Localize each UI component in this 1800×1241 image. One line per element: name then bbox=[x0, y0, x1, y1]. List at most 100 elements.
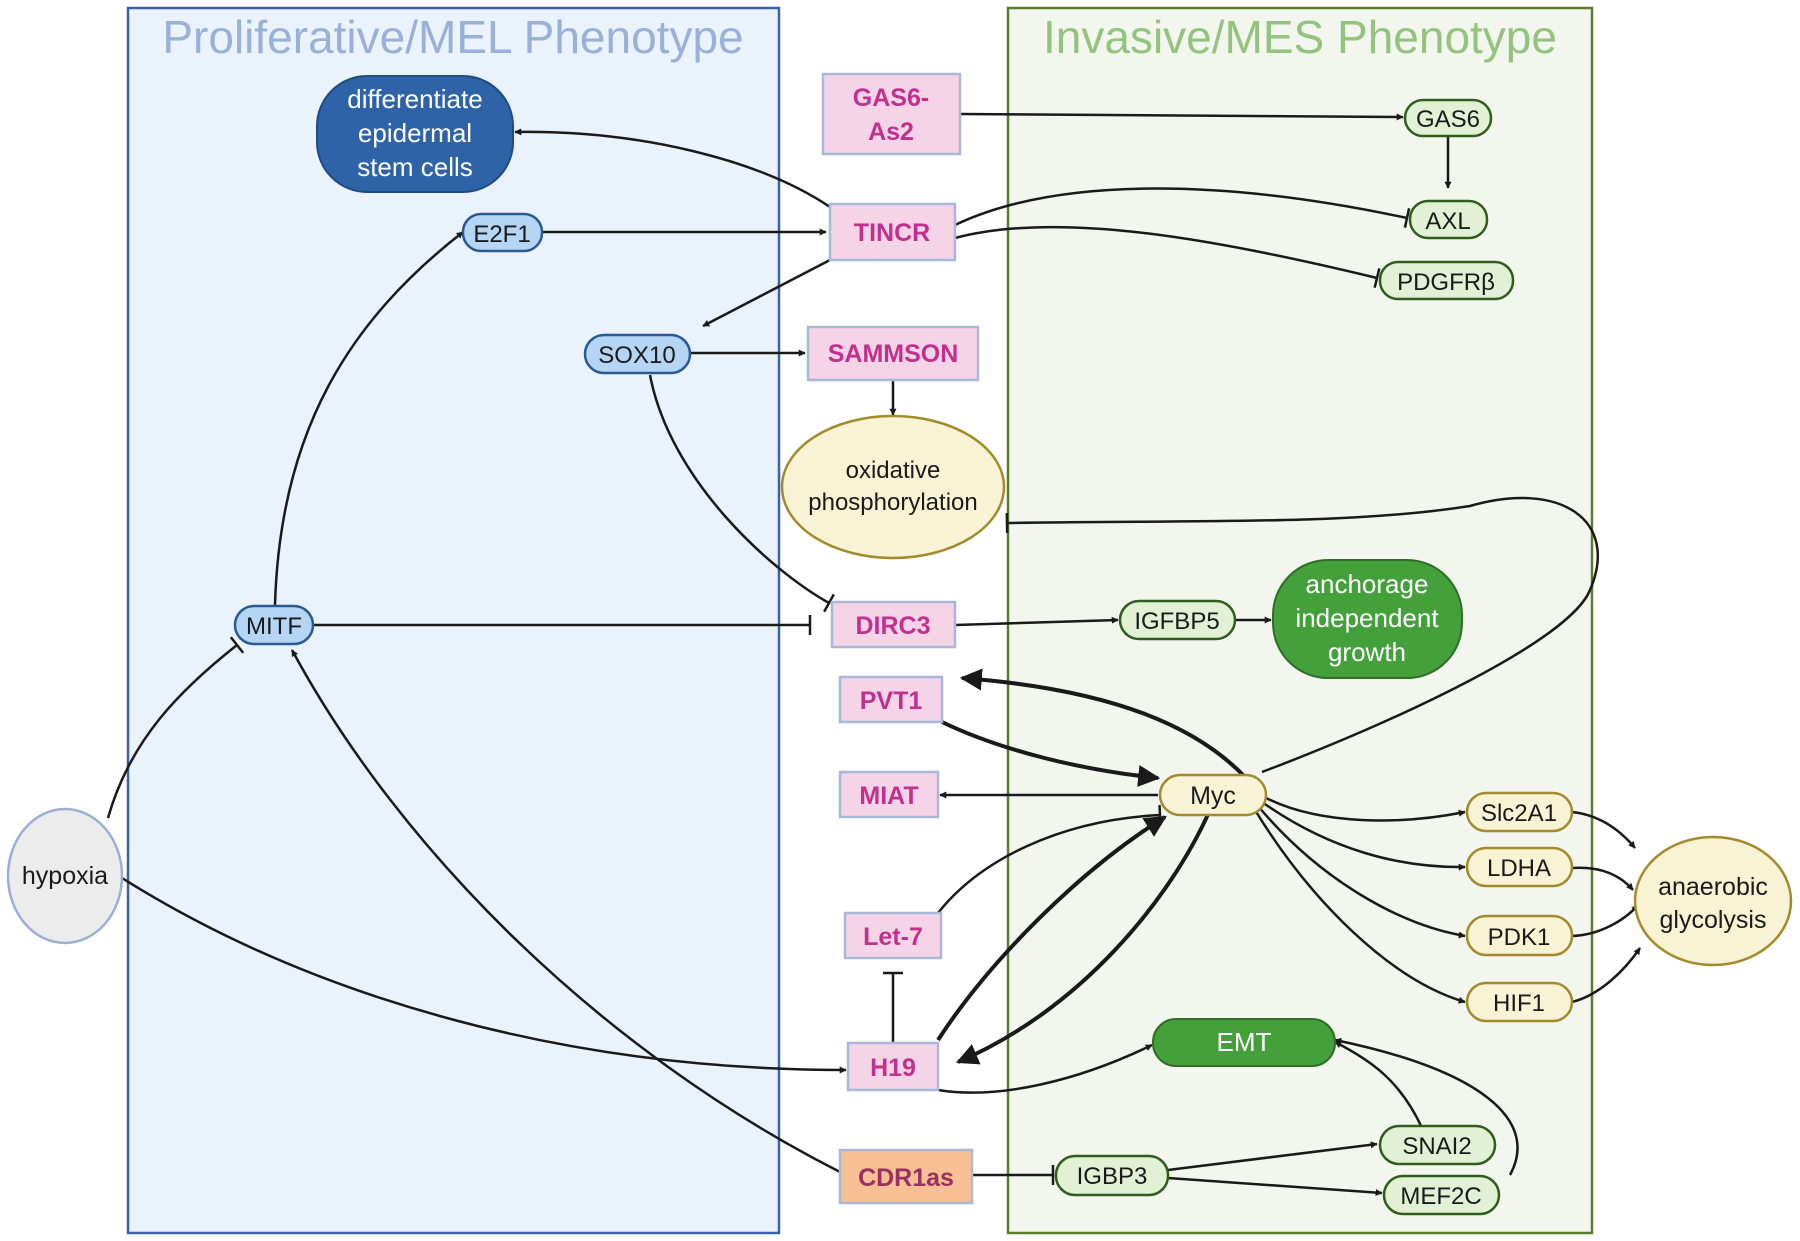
node-gas6as2: GAS6- As2 bbox=[821, 72, 962, 156]
node-hif1: HIF1 bbox=[1465, 981, 1574, 1023]
node-dirc3: DIRC3 bbox=[830, 600, 957, 649]
hypoxia-label: hypoxia bbox=[22, 862, 108, 890]
edge-h19-myc bbox=[936, 815, 1167, 1042]
node-e2f1: E2F1 bbox=[461, 212, 544, 253]
sox10-label: SOX10 bbox=[598, 342, 675, 369]
edge-slc2a1-anaerobic bbox=[1571, 810, 1636, 849]
snai2-label: SNAI2 bbox=[1402, 1133, 1471, 1160]
node-miat: MIAT bbox=[838, 770, 940, 819]
anaerobic-line-2: glycolysis bbox=[1660, 906, 1767, 934]
edges bbox=[106, 112, 1642, 1197]
differentiate-line-2: epidermal bbox=[358, 118, 472, 148]
node-ldha: LDHA bbox=[1465, 846, 1574, 888]
node-anchorage: anchorage independent growth bbox=[1272, 559, 1463, 679]
node-mitf: MITF bbox=[233, 604, 315, 646]
anaerobic-line-1: anaerobic bbox=[1658, 873, 1768, 901]
node-h19: H19 bbox=[846, 1041, 940, 1092]
gas6as2-line-1: GAS6- bbox=[853, 84, 929, 112]
pdk1-label: PDK1 bbox=[1488, 924, 1551, 951]
node-myc: Myc bbox=[1158, 773, 1268, 817]
differentiate-line-3: stem cells bbox=[357, 152, 473, 182]
node-hypoxia: hypoxia bbox=[6, 807, 124, 945]
edge-tincr-pdgfrb bbox=[954, 225, 1381, 289]
hif1-label: HIF1 bbox=[1493, 990, 1545, 1017]
edge-myc-ldha bbox=[1261, 800, 1466, 871]
edge-ldha-anaerobic bbox=[1571, 866, 1634, 891]
tincr-label: TINCR bbox=[854, 219, 930, 247]
edge-tincr-differentiate bbox=[514, 128, 831, 209]
node-axl: AXL bbox=[1408, 199, 1489, 240]
edge-myc-h19 bbox=[955, 809, 1212, 1065]
node-anaerobic: anaerobic glycolysis bbox=[1633, 835, 1793, 967]
mitf-label: MITF bbox=[246, 613, 302, 640]
edge-hypoxia-mitf bbox=[106, 636, 245, 819]
edge-tincr-sox10 bbox=[702, 258, 831, 328]
node-pvt1: PVT1 bbox=[838, 675, 944, 724]
ldha-label: LDHA bbox=[1487, 855, 1551, 882]
igbp3-label: IGBP3 bbox=[1077, 1163, 1148, 1190]
pvt1-label: PVT1 bbox=[860, 687, 923, 715]
edge-mitf-e2f1 bbox=[273, 231, 464, 606]
edge-igbp3-snai2 bbox=[1167, 1141, 1378, 1172]
node-pdk1: PDK1 bbox=[1465, 914, 1574, 957]
edge-snai2-emt bbox=[1334, 1040, 1424, 1129]
let7-label: Let-7 bbox=[863, 923, 923, 951]
node-let7: Let-7 bbox=[843, 911, 943, 960]
node-oxphos: oxidative phosphorylation bbox=[780, 414, 1006, 560]
mef2c-label: MEF2C bbox=[1400, 1183, 1481, 1210]
edge-gas6as2-gas6 bbox=[959, 112, 1404, 121]
edge-myc-oxphos bbox=[1005, 496, 1600, 774]
edge-pdk1-anaerobic bbox=[1571, 904, 1639, 938]
node-slc2a1: Slc2A1 bbox=[1465, 791, 1574, 833]
node-cdr1as: CDR1as bbox=[838, 1148, 974, 1205]
gas6as2-line-2: As2 bbox=[868, 118, 914, 146]
edge-igbp3-mef2c bbox=[1167, 1176, 1383, 1197]
myc-label: Myc bbox=[1190, 782, 1236, 810]
oxphos-line-2: phosphorylation bbox=[808, 489, 977, 516]
differentiate-line-1: differentiate bbox=[347, 84, 482, 114]
h19-label: H19 bbox=[870, 1054, 916, 1082]
edge-pvt1-myc bbox=[941, 720, 1161, 787]
node-tincr: TINCR bbox=[828, 202, 957, 262]
edge-h19-emt bbox=[937, 1043, 1153, 1094]
dirc3-label: DIRC3 bbox=[855, 612, 930, 640]
edge-myc-slc2a1 bbox=[1265, 796, 1466, 822]
edge-sox10-dirc3 bbox=[648, 374, 835, 613]
anchorage-line-3: growth bbox=[1328, 637, 1406, 667]
node-differentiate: differentiate epidermal stem cells bbox=[316, 75, 514, 193]
edge-hif1-anaerobic bbox=[1571, 947, 1642, 1004]
slc2a1-label: Slc2A1 bbox=[1481, 800, 1557, 827]
edge-mef2c-emt bbox=[1334, 1037, 1519, 1176]
node-emt: EMT bbox=[1152, 1018, 1336, 1067]
node-pdgfrb: PDGFRβ bbox=[1378, 260, 1515, 301]
e2f1-label: E2F1 bbox=[473, 221, 530, 248]
node-igbp3: IGBP3 bbox=[1054, 1154, 1170, 1197]
edge-cdr1as-mitf bbox=[290, 649, 841, 1174]
edge-let7-myc bbox=[937, 804, 1162, 914]
emt-label: EMT bbox=[1217, 1027, 1272, 1057]
oxphos-line-1: oxidative bbox=[846, 457, 941, 484]
proliferative-title: Proliferative/MEL Phenotype bbox=[162, 11, 743, 63]
edge-dirc3-igfbp5 bbox=[954, 616, 1119, 627]
node-sox10: SOX10 bbox=[583, 333, 692, 375]
node-igfbp5: IGFBP5 bbox=[1118, 599, 1237, 641]
anchorage-line-1: anchorage bbox=[1306, 569, 1429, 599]
gas6-label: GAS6 bbox=[1416, 106, 1480, 133]
edge-myc-pvt1 bbox=[959, 668, 1247, 779]
sammson-label: SAMMSON bbox=[828, 340, 959, 368]
edge-hypoxia-h19 bbox=[121, 876, 847, 1074]
pdgfrb-label: PDGFRβ bbox=[1397, 269, 1495, 296]
miat-label: MIAT bbox=[859, 782, 918, 810]
node-gas6: GAS6 bbox=[1403, 98, 1493, 138]
edge-myc-hif1 bbox=[1253, 809, 1466, 1004]
anchorage-line-2: independent bbox=[1295, 603, 1439, 633]
cdr1as-label: CDR1as bbox=[858, 1164, 954, 1192]
axl-label: AXL bbox=[1425, 208, 1470, 235]
node-sammson: SAMMSON bbox=[806, 325, 980, 382]
node-mef2c: MEF2C bbox=[1382, 1174, 1501, 1216]
invasive-title: Invasive/MES Phenotype bbox=[1043, 11, 1557, 63]
node-snai2: SNAI2 bbox=[1378, 1124, 1497, 1166]
igfbp5-label: IGFBP5 bbox=[1134, 608, 1219, 635]
edge-myc-pdk1 bbox=[1257, 805, 1466, 939]
